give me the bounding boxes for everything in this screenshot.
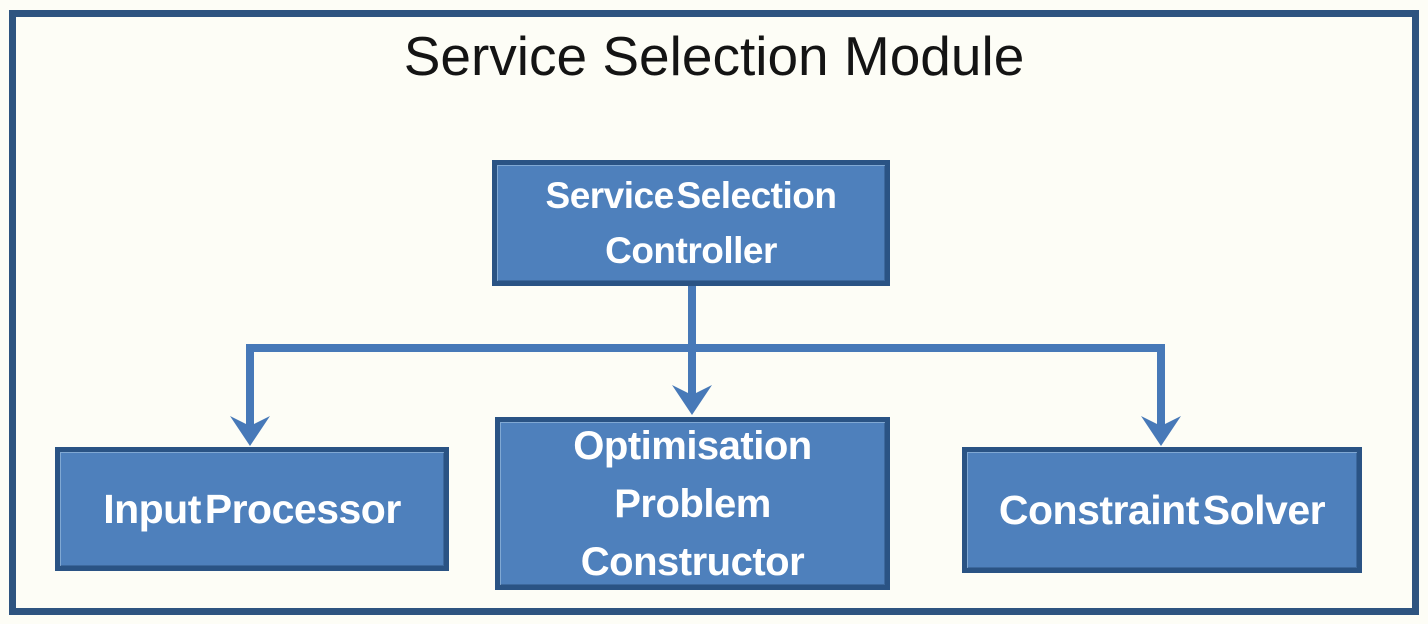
node-optimisation-problem-constructor: Optimisation Problem Constructor [495,417,890,590]
node-input-processor: Input Processor [55,447,449,571]
node-label-input-processor: Input Processor [103,485,401,532]
diagram-title: Service Selection Module [403,25,1025,87]
node-constraint-solver: Constraint Solver [962,447,1362,573]
node-service-selection-controller: Service Selection Controller [492,160,890,286]
node-label-constraint-solver: Constraint Solver [998,486,1326,533]
node-label-optimisation-problem-constructor: Optimisation Problem Constructor [573,423,812,584]
diagram-frame [9,10,1419,615]
node-label-service-selection-controller: Service Selection Controller [545,174,837,272]
